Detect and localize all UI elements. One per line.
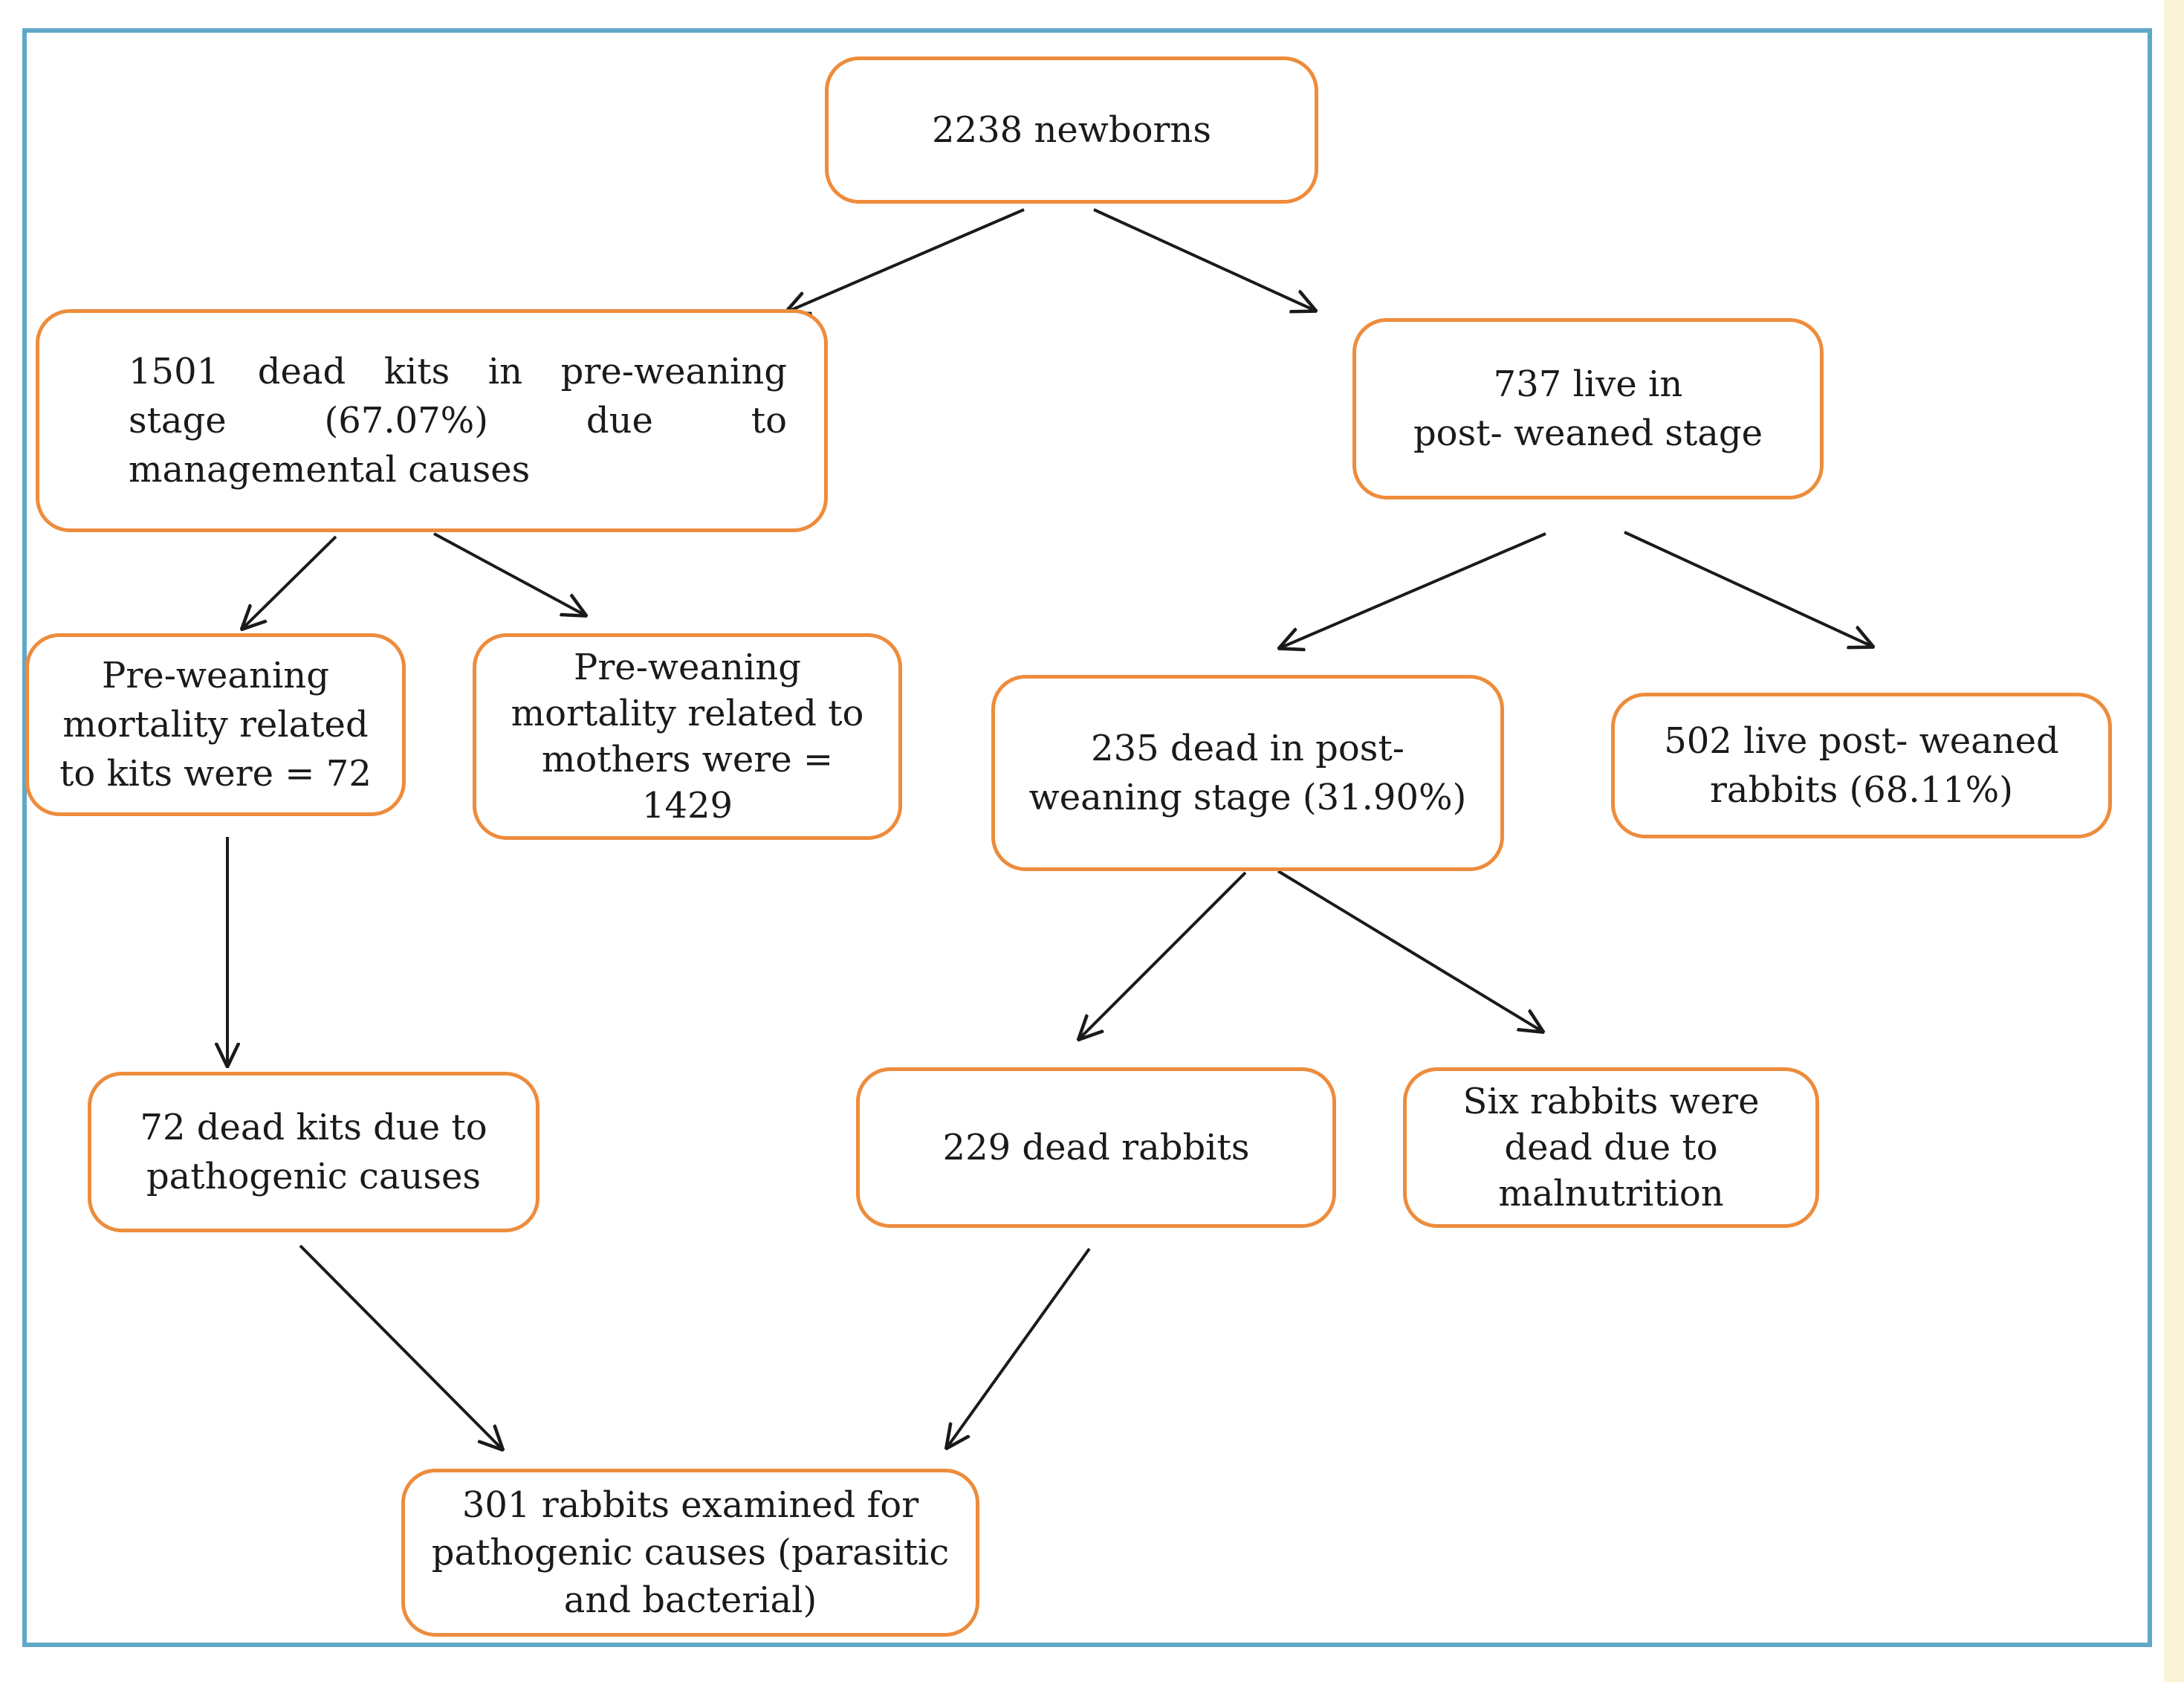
arrow-live-to-postweaning-dead bbox=[1280, 532, 1546, 648]
node-kits-related-label: Pre-weaning mortality related to kits we… bbox=[59, 655, 372, 795]
node-pre-weaning-dead-label: 1501 dead kits in pre-weaning stage (67.… bbox=[129, 351, 787, 491]
node-kits-related: Pre-weaning mortality related to kits we… bbox=[25, 633, 406, 816]
arrow-dead-to-mothers bbox=[433, 532, 586, 615]
node-mothers-related: Pre-weaning mortality related to mothers… bbox=[473, 633, 902, 840]
node-malnutrition: Six rabbits were dead due to malnutritio… bbox=[1403, 1067, 1819, 1228]
page-edge-strip bbox=[2164, 0, 2184, 1682]
diagram-frame bbox=[22, 28, 2152, 1647]
node-newborns-label: 2238 newborns bbox=[932, 109, 1211, 151]
arrow-dead-to-kits bbox=[242, 535, 337, 629]
node-post-weaning-dead-label: 235 dead in post- weaning stage (31.90%) bbox=[1028, 728, 1467, 818]
node-live-post-weaned-label: 502 live post- weaned rabbits (68.11%) bbox=[1664, 720, 2059, 811]
node-pre-weaning-dead: 1501 dead kits in pre-weaning stage (67.… bbox=[36, 309, 828, 532]
node-examined: 301 rabbits examined for pathogenic caus… bbox=[401, 1469, 979, 1637]
arrow-live-to-live-post-weaned bbox=[1624, 531, 1873, 647]
arrow-pathogenic-to-examined bbox=[299, 1244, 502, 1449]
node-pathogenic-kits: 72 dead kits due to pathogenic causes bbox=[88, 1072, 539, 1232]
node-pathogenic-kits-label: 72 dead kits due to pathogenic causes bbox=[140, 1107, 487, 1197]
node-dead-229: 229 dead rabbits bbox=[856, 1067, 1336, 1228]
node-post-weaned-live-label: 737 live in post- weaned stage bbox=[1413, 363, 1763, 454]
arrow-postdead-to-229 bbox=[1079, 871, 1247, 1039]
node-mothers-related-label: Pre-weaning mortality related to mothers… bbox=[511, 647, 864, 827]
arrow-postdead-to-malnutrition bbox=[1277, 870, 1543, 1032]
node-live-post-weaned: 502 live post- weaned rabbits (68.11%) bbox=[1611, 693, 2112, 838]
node-post-weaned-live: 737 live in post- weaned stage bbox=[1352, 318, 1824, 499]
node-malnutrition-label: Six rabbits were dead due to malnutritio… bbox=[1462, 1081, 1760, 1214]
node-newborns: 2238 newborns bbox=[825, 56, 1318, 204]
arrow-newborns-to-live bbox=[1093, 208, 1315, 311]
node-examined-label: 301 rabbits examined for pathogenic caus… bbox=[431, 1484, 950, 1621]
node-post-weaning-dead: 235 dead in post- weaning stage (31.90%) bbox=[991, 675, 1504, 871]
arrow-229-to-examined bbox=[947, 1247, 1091, 1448]
node-dead-229-label: 229 dead rabbits bbox=[942, 1127, 1250, 1168]
arrow-newborns-to-dead bbox=[786, 208, 1025, 312]
